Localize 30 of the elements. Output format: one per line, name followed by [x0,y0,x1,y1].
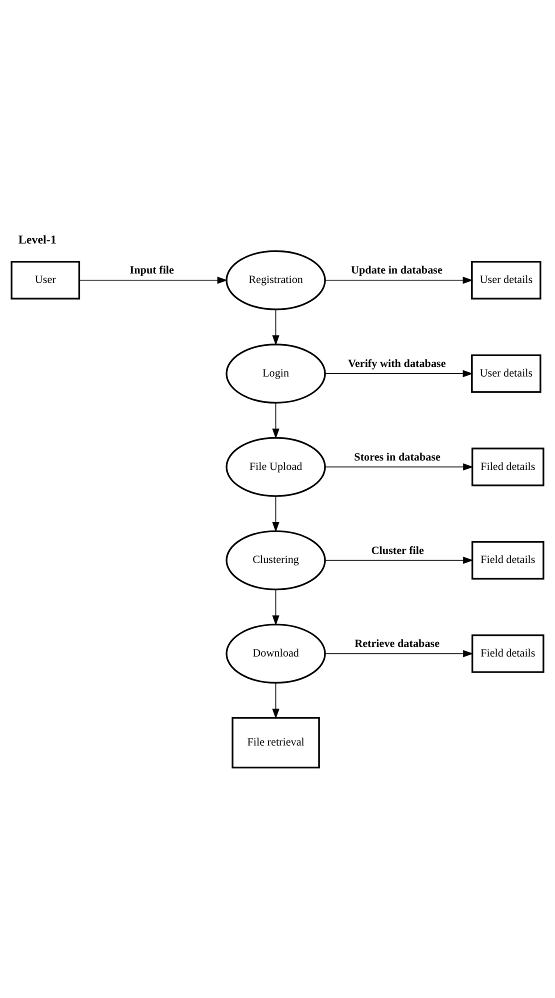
node-box: File retrieval [232,716,320,768]
diagram-title: Level-1 [18,232,56,246]
node-ellipse: Registration [226,250,326,310]
arrow [324,276,474,284]
arrow [324,650,474,657]
edge-label: Cluster file [371,544,424,556]
edge-label: Retrieve database [354,638,440,650]
node-box: Field details [471,540,544,580]
arrow [272,402,280,438]
edge-label: Stores in database [354,450,440,463]
edge-label: Input file [130,264,174,276]
node-ellipse: Download [226,623,326,684]
node-box: Field details [471,634,544,672]
node-box: User [10,260,80,300]
arrow [324,556,474,564]
arrow [78,276,228,284]
node-ellipse: File Upload [226,436,326,496]
arrow [324,462,474,470]
arrow [272,588,280,626]
arrow [324,370,474,377]
node-ellipse: Login [226,343,326,404]
edge-label: Verify with database [348,358,446,370]
arrow [272,682,280,719]
arrow [272,308,280,346]
edge-label: Update in database [350,264,442,276]
node-box: User details [471,354,542,392]
node-box: User details [471,260,542,300]
node-box: Filed details [471,447,544,486]
node-ellipse: Clustering [226,530,326,590]
arrow [272,495,280,532]
